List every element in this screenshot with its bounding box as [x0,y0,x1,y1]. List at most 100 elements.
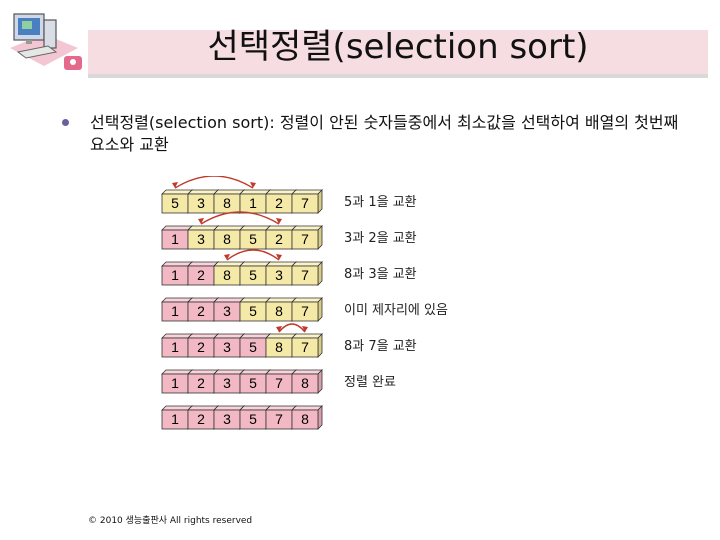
array-cell-side [317,189,323,214]
array-cell-value: 8 [275,339,283,355]
array-cell-value: 5 [171,195,179,211]
array-cell-value: 3 [197,231,205,247]
array-cell-value: 3 [223,411,231,427]
array-cell-top [291,405,323,411]
array-cell [291,193,319,214]
array-cell-top [291,297,323,303]
array-cell-value: 1 [171,267,179,283]
array-cell-side [317,369,323,394]
array-cell-top [161,333,193,339]
array-cell-side [317,333,323,358]
array-cell-side [317,405,323,430]
array-cell-value: 2 [275,231,283,247]
array-cell-top [239,297,271,303]
array-cell-top [161,369,193,375]
title-band [88,30,708,74]
swap-arrow [226,249,280,261]
array-cell-value: 3 [223,375,231,391]
bullet-text: 선택정렬(selection sort): 정렬이 안된 숫자들중에서 최소값을… [90,113,679,154]
array-cell-top [213,261,245,267]
array-cell-value: 1 [171,411,179,427]
step-note: 이미 제자리에 있음 [344,303,448,318]
swap-arrowhead [224,254,230,260]
array-cell-top [161,405,193,411]
array-cell-value: 5 [249,303,257,319]
array-cell-top [265,405,297,411]
array-cell-top [239,225,271,231]
array-cell-top [213,369,245,375]
array-cell [291,373,319,394]
array-cell-top [213,405,245,411]
array-cell-value: 2 [197,267,205,283]
array-cell-top [213,189,245,195]
array-cell-value: 3 [275,267,283,283]
array-cell-top [291,369,323,375]
array-cell-value: 8 [223,267,231,283]
array-cell-side [317,297,323,322]
array-cell-top [265,369,297,375]
array-cell-top [239,261,271,267]
array-cell-value: 1 [249,195,257,211]
array-cell-top [187,369,219,375]
array-cell-value: 5 [249,375,257,391]
step-note: 3과 2을 교환 [344,231,417,246]
array-cell-value: 1 [171,375,179,391]
array-cell-top [187,225,219,231]
array-cell-value: 2 [197,303,205,319]
swap-arrowhead [250,182,256,188]
array-cell-top [265,333,297,339]
swap-arrow [174,176,254,189]
array-cell-value: 7 [301,267,309,283]
swap-arrowhead [172,182,178,188]
array-cell-top [161,225,193,231]
array-cell-top [239,369,271,375]
array-cell-value: 7 [275,375,283,391]
array-cell-value: 1 [171,339,179,355]
array-cell-side [317,225,323,250]
array-cell [291,337,319,358]
array-cell-top [161,297,193,303]
array-cell-value: 7 [301,339,309,355]
array-cell-value: 8 [301,375,309,391]
array-cell-top [187,333,219,339]
array-cell-top [239,405,271,411]
array-cell-top [161,189,193,195]
array-cell-value: 5 [249,411,257,427]
array-cell [291,229,319,250]
array-cell-side [317,261,323,286]
array-cell-top [187,261,219,267]
array-cell-value: 5 [249,231,257,247]
array-cell [291,265,319,286]
array-cell-top [187,297,219,303]
array-cell-value: 2 [197,339,205,355]
array-cell-value: 8 [275,303,283,319]
array-cell-top [291,261,323,267]
bullet-dot [62,119,69,126]
array-cell-top [265,261,297,267]
title-rule [88,74,708,78]
swap-arrow [278,323,306,333]
array-cell-top [187,189,219,195]
array-cell-top [239,333,271,339]
swap-arrowhead [276,254,282,260]
array-cell [291,301,319,322]
array-cell-value: 2 [275,195,283,211]
array-cell-value: 3 [223,303,231,319]
computer-clipart-icon [10,13,82,70]
array-cell-top [291,333,323,339]
array-cell-value: 2 [197,411,205,427]
array-cell-top [239,189,271,195]
array-cell-top [213,225,245,231]
array-cell-value: 7 [275,411,283,427]
array-cell-top [265,297,297,303]
step-note: 8과 3을 교환 [344,267,417,282]
array-cell-value: 8 [223,231,231,247]
array-cell-top [291,225,323,231]
copyright-footer: © 2010 생능출판사 All rights reserved [88,516,253,526]
array-cell-top [161,261,193,267]
array-cell-value: 7 [301,231,309,247]
array-cell-value: 7 [301,303,309,319]
array-cell-value: 7 [301,195,309,211]
step-note: 5과 1을 교환 [344,195,417,210]
array-cell-value: 5 [249,339,257,355]
